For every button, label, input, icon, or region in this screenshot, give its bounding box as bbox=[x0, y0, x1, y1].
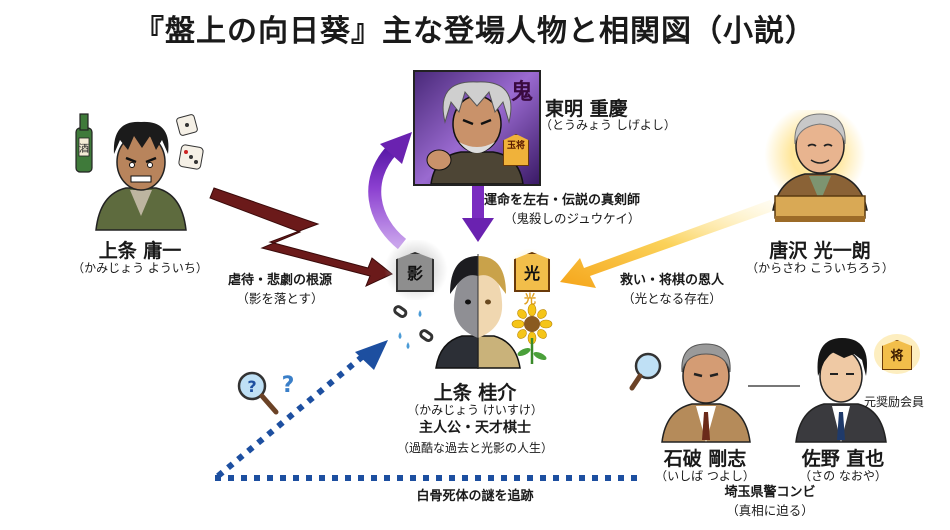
sano-note: 元奨励会員 bbox=[864, 395, 925, 409]
yoichi-portrait: 酒 bbox=[75, 113, 204, 231]
magnifier-icon bbox=[629, 352, 662, 391]
tear-drop-icon bbox=[418, 310, 422, 317]
light-label: 光 bbox=[523, 292, 536, 306]
shadow-piece-icon: 影 bbox=[396, 252, 434, 292]
salvation-arrow bbox=[560, 200, 776, 288]
fate-curve-arrow bbox=[368, 132, 412, 250]
yoichi-reading: （かみじょう よういち） bbox=[72, 261, 208, 275]
ishiba-reading: （いしば つよし） bbox=[655, 469, 755, 483]
shigeyoshi-name: 東明 重慶 bbox=[545, 98, 628, 120]
gyokusho-piece-icon: 玉将 bbox=[503, 134, 529, 166]
shigeyoshi-portrait: 鬼 玉将 bbox=[413, 70, 541, 186]
oni-badge: 鬼 bbox=[510, 79, 533, 105]
keisuke-role-sub: （過酷な過去と光影の人生） bbox=[396, 441, 553, 455]
keisuke-reading: （かみじょう けいすけ） bbox=[407, 403, 543, 417]
police-pair-label: 埼玉県警コンビ （真相に迫る） bbox=[724, 485, 816, 518]
shigeyoshi-reading: （とうみょう しげよし） bbox=[540, 118, 676, 132]
svg-text:?: ? bbox=[282, 373, 295, 398]
yoichi-name: 上条 庸一 bbox=[98, 240, 182, 262]
investigation-arrow bbox=[215, 340, 640, 481]
question-magnifier-icon: ? ? bbox=[237, 371, 295, 415]
relation-label-salvation: 救い・将棋の恩人 （光となる存在） bbox=[619, 273, 724, 306]
sano-name: 佐野 直也 bbox=[801, 448, 885, 470]
svg-text:?: ? bbox=[247, 377, 256, 396]
abuse-arrow bbox=[209, 187, 393, 287]
ishiba-name: 石破 剛志 bbox=[663, 448, 747, 470]
fate-down-arrow bbox=[462, 186, 494, 242]
svg-text:酒: 酒 bbox=[79, 143, 89, 155]
ishiba-portrait bbox=[629, 343, 751, 443]
sunflower-icon bbox=[511, 303, 553, 364]
keisuke-name: 上条 桂介 bbox=[433, 382, 517, 404]
sake-bottle-icon: 酒 bbox=[75, 113, 93, 173]
keisuke-portrait bbox=[435, 254, 521, 369]
koichiro-reading: （からさわ こういちろう） bbox=[746, 261, 894, 275]
koichiro-portrait bbox=[772, 113, 868, 222]
broken-chain-icon bbox=[393, 305, 434, 349]
sho-piece-icon: 将 bbox=[882, 340, 912, 370]
koichiro-name: 唐沢 光一朗 bbox=[769, 240, 871, 262]
shogi-board-icon bbox=[774, 195, 866, 219]
relation-label-abuse: 虐待・悲劇の根源 （影を落とす） bbox=[227, 273, 332, 306]
sano-reading: （さの なおや） bbox=[799, 469, 887, 483]
diagram-title: 『盤上の向日葵』主な登場人物と相関図（小説） bbox=[134, 14, 816, 49]
relation-label-fate: 運命を左右・伝説の真剣師 （鬼殺しのジュウケイ） bbox=[484, 193, 641, 226]
light-piece-icon: 光 bbox=[514, 252, 550, 292]
relation-label-investigation: 白骨死体の謎を追跡 bbox=[416, 489, 534, 504]
dice-icon bbox=[176, 114, 204, 170]
sano-portrait bbox=[795, 338, 887, 443]
keisuke-role: 主人公・天才棋士 bbox=[419, 420, 531, 436]
